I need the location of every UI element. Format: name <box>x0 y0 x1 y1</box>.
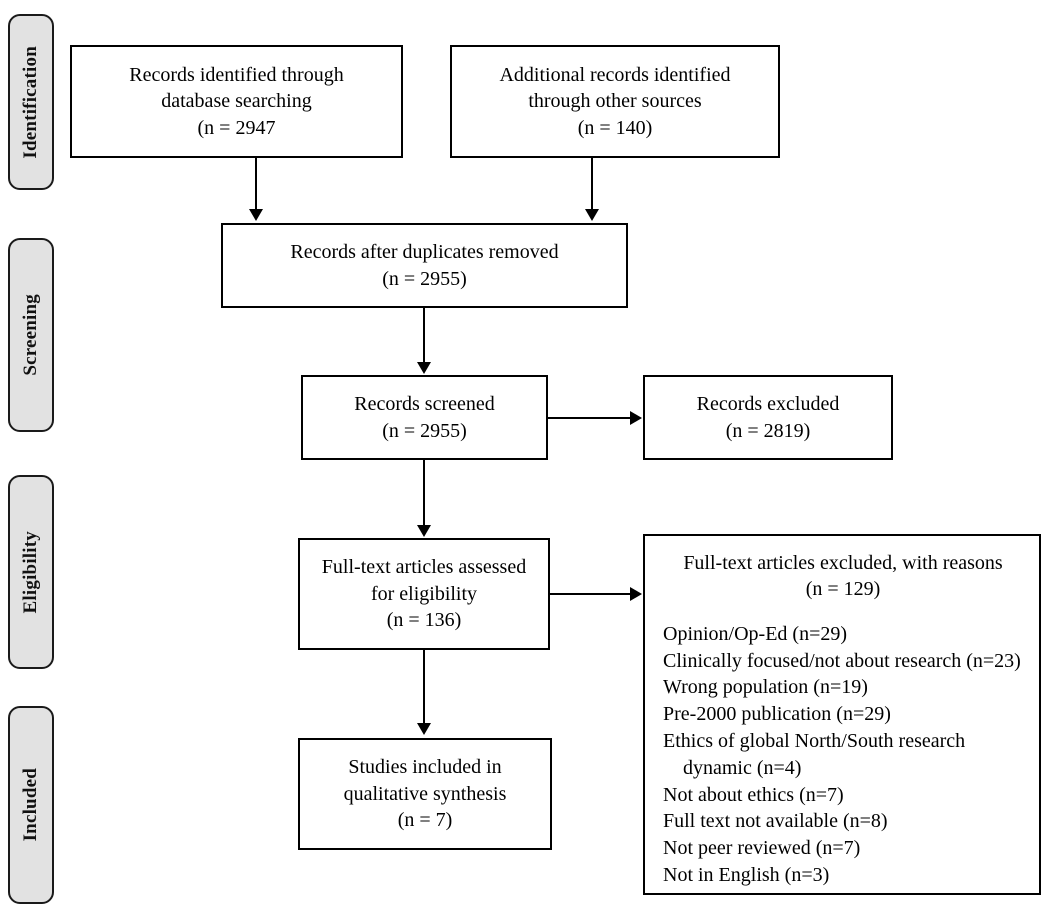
stage-label-included: Included <box>8 706 54 904</box>
box-records-excluded-text: Records excluded (n = 2819) <box>696 393 840 442</box>
excluded-reason-item: Full text not available (n=8) <box>663 810 888 833</box>
connector-other-to-duplicates <box>591 158 593 210</box>
box-records-identified-database-text: Records identified through database sear… <box>129 63 344 139</box>
stage-label-screening: Screening <box>8 238 54 432</box>
excluded-reason-item: Pre-2000 publication (n=29) <box>663 703 891 726</box>
stage-label-included-text: Included <box>20 768 41 842</box>
excluded-reason-item: Not about ethics (n=7) <box>663 783 844 806</box>
box-fulltext-excluded-with-reasons: Full-text articles excluded, with reason… <box>643 534 1041 895</box>
stage-label-eligibility-text: Eligibility <box>20 530 41 614</box>
box-fulltext-articles-assessed: Full-text articles assessed for eligibil… <box>298 538 550 650</box>
connector-db-to-duplicates <box>255 158 257 210</box>
box-additional-records-other-sources-text: Additional records identified through ot… <box>499 63 731 139</box>
connector-fulltext-to-included <box>423 650 425 724</box>
excluded-reasons-header: Full-text articles excluded, with reason… <box>683 552 1003 601</box>
connector-duplicates-to-screened <box>423 308 425 363</box>
connector-screened-to-excluded <box>548 417 631 419</box>
box-studies-included-text: Studies included in qualitative synthesi… <box>343 756 507 832</box>
stage-label-identification: Identification <box>8 14 54 190</box>
stage-label-eligibility: Eligibility <box>8 475 54 669</box>
box-records-identified-database: Records identified through database sear… <box>70 45 403 158</box>
box-records-screened: Records screened (n = 2955) <box>301 375 548 460</box>
arrowhead-fulltext-to-included-icon <box>417 723 431 735</box>
connector-fulltext-to-excluded-reasons <box>550 593 631 595</box>
box-records-screened-text: Records screened (n = 2955) <box>354 393 495 442</box>
arrowhead-fulltext-to-excluded-reasons-icon <box>630 587 642 601</box>
arrowhead-duplicates-to-screened-icon <box>417 362 431 374</box>
excluded-reason-item: Opinion/Op-Ed (n=29) <box>663 622 848 645</box>
excluded-reasons-list: Opinion/Op-Ed (n=29) Clinically focused/… <box>663 621 1023 889</box>
arrowhead-other-to-duplicates-icon <box>585 209 599 221</box>
box-fulltext-articles-assessed-text: Full-text articles assessed for eligibil… <box>321 556 527 632</box>
box-studies-included: Studies included in qualitative synthesi… <box>298 738 552 850</box>
excluded-reason-item: Not peer reviewed (n=7) <box>663 837 861 860</box>
arrowhead-screened-to-excluded-icon <box>630 411 642 425</box>
connector-screened-to-fulltext <box>423 460 425 526</box>
arrowhead-db-to-duplicates-icon <box>249 209 263 221</box>
box-records-excluded: Records excluded (n = 2819) <box>643 375 893 460</box>
box-additional-records-other-sources: Additional records identified through ot… <box>450 45 780 158</box>
excluded-reason-item: Clinically focused/not about research (n… <box>663 649 1021 672</box>
box-records-after-duplicates-removed-text: Records after duplicates removed (n = 29… <box>290 241 559 290</box>
excluded-reason-item: Ethics of global North/South research dy… <box>663 729 966 779</box>
stage-label-screening-text: Screening <box>20 294 41 376</box>
excluded-reason-item: Not in English (n=3) <box>663 863 830 886</box>
arrowhead-screened-to-fulltext-icon <box>417 525 431 537</box>
box-records-after-duplicates-removed: Records after duplicates removed (n = 29… <box>221 223 628 308</box>
excluded-reason-item: Wrong population (n=19) <box>663 676 868 699</box>
stage-label-identification-text: Identification <box>20 45 41 159</box>
